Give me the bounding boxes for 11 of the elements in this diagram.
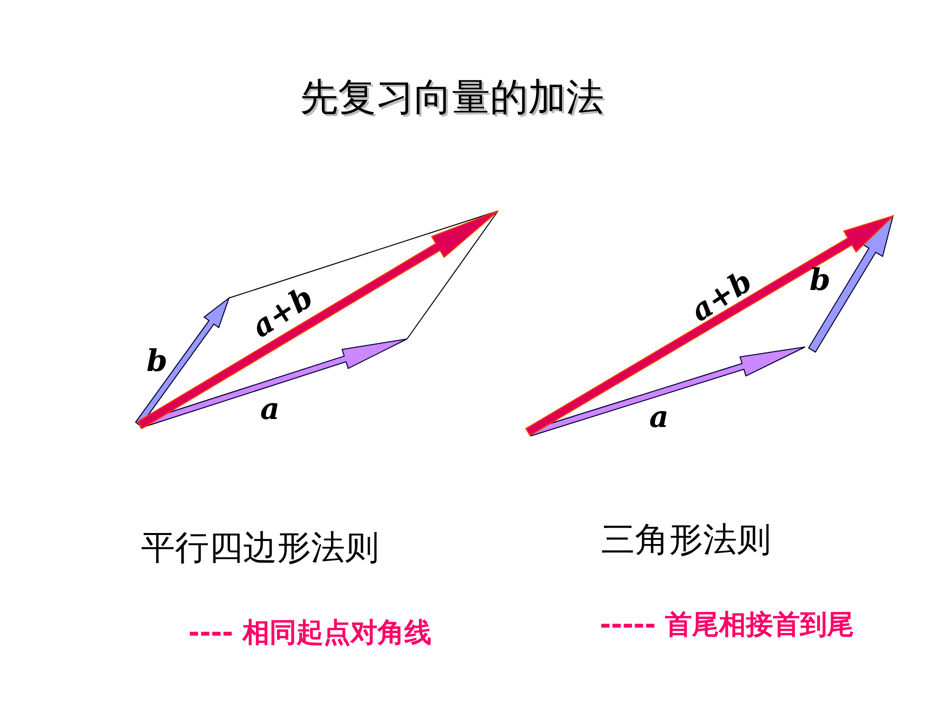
vector-label: a [649,403,669,433]
rule-name: 平行四边形法则 [141,531,379,565]
vector-label: b [810,266,830,296]
rule-note: ----- 首尾相接首到尾 [600,612,854,638]
vector-label: a+b [247,282,319,344]
vector-label: a [260,395,280,425]
rule-note: ---- 相同起点对角线 [188,620,432,646]
rule-name: 三角形法则 [601,523,771,557]
title: 先复习向量的加法 [300,78,604,116]
vector-label: a+b [686,266,758,328]
vector-label: b [146,347,168,377]
